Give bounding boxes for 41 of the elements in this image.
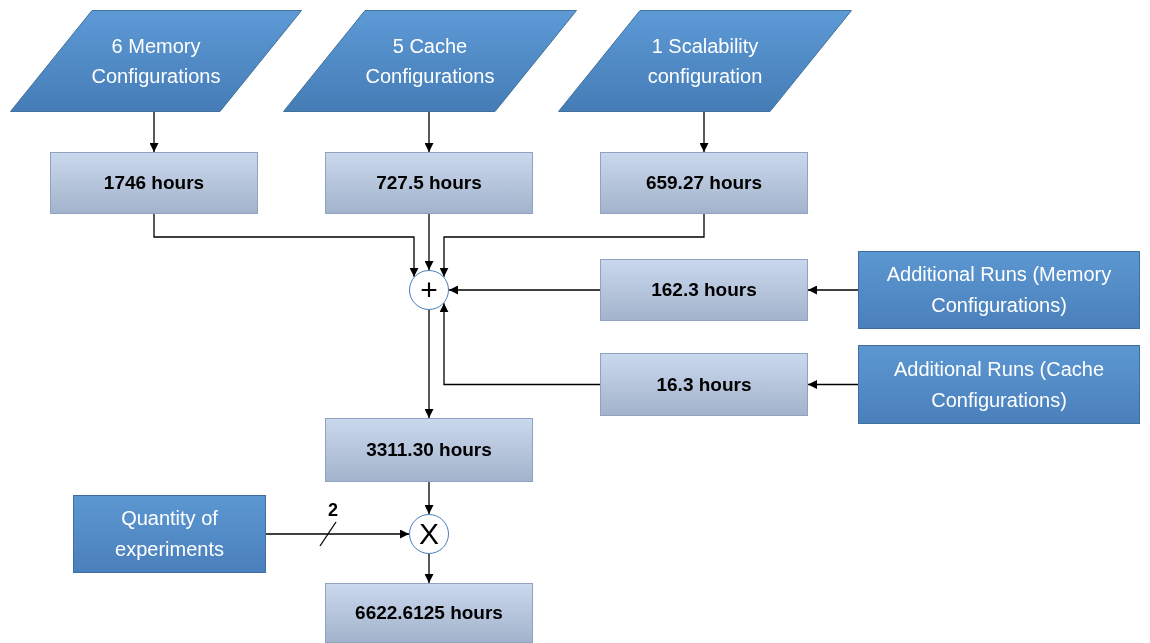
arrow (424, 309, 434, 419)
arrow (439, 213, 705, 278)
arrow (424, 553, 434, 584)
box-label: 1746 hours (103, 172, 205, 194)
operator-circle (409, 514, 449, 554)
box-label: 6622.6125 hours (355, 602, 503, 624)
arrow (699, 111, 709, 153)
arrow (265, 529, 410, 539)
arrow (149, 111, 159, 153)
node-label: 6 Memory Configurations (90, 34, 222, 89)
input-box (858, 251, 1140, 329)
arrow (807, 380, 859, 389)
box-label: 659.27 hours (645, 172, 763, 194)
arrow (448, 285, 601, 295)
node-label: 5 Cache Configurations (364, 34, 496, 89)
process-box (600, 152, 808, 214)
arrow (424, 111, 434, 153)
box-label: 162.3 hours (651, 279, 757, 301)
arrow (424, 481, 434, 515)
box-label: Additional Runs (Cache Configurations) (892, 356, 1106, 413)
arrow (424, 213, 434, 271)
operator-circle (409, 270, 449, 310)
process-box (600, 353, 808, 416)
box-label: 3311.30 hours (366, 439, 492, 461)
process-box (600, 259, 808, 321)
input-box (73, 495, 266, 573)
box-label: 727.5 hours (376, 172, 482, 194)
box-label: Additional Runs (Memory Configurations) (885, 262, 1113, 318)
process-box (325, 152, 533, 214)
process-box (325, 418, 533, 482)
process-box (50, 152, 258, 214)
node-label: 1 Scalability configuration (646, 34, 764, 89)
box-label: Quantity of experiments (114, 506, 225, 562)
input-box (858, 345, 1140, 424)
arrow (153, 213, 419, 278)
operator-symbol: + (420, 275, 438, 305)
box-label: 16.3 hours (656, 373, 752, 396)
arrow (807, 285, 859, 295)
arrow (439, 302, 601, 386)
operator-symbol: X (419, 519, 439, 549)
process-box (325, 583, 533, 643)
